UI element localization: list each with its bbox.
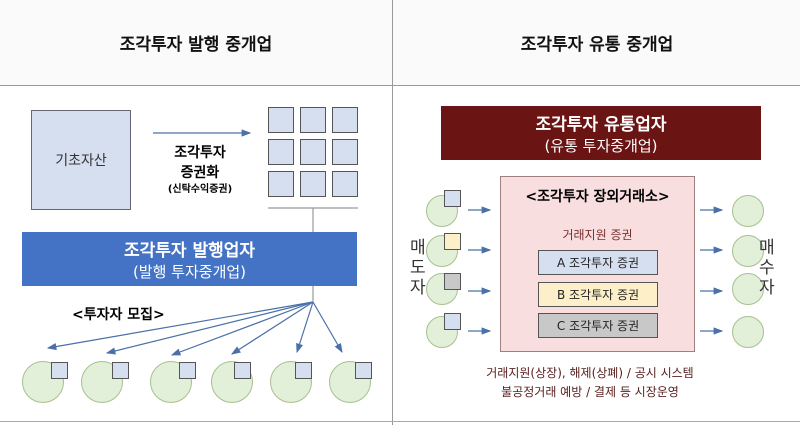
distributor-title: 조각투자 유통업자 [535,115,667,135]
issuer-title: 조각투자 발행업자 [123,241,256,261]
recruit-arrows [46,301,343,356]
fractional-securities-grid [268,107,360,199]
security-a: A 조각투자 증권 [538,250,658,275]
flow-arrows [468,206,724,335]
right-header: 조각투자 유통 중개업 [392,0,800,86]
functions-line2: 불공정거래 예방 / 결제 등 시장운영 [501,385,679,399]
process-line2: 증권화 [180,165,220,181]
distributor-bar: 조각투자 유통업자 (유통 투자중개업) [441,106,761,160]
bottom-border [0,421,800,422]
process-line1: 조각투자 [174,145,226,161]
divider [392,85,393,425]
seller-label: 매도자 [410,238,426,298]
left-header: 조각투자 발행 중개업 [0,0,392,86]
functions-line1: 거래지원(상장), 해제(상폐) / 공시 시스템 [486,366,694,380]
recruit-label: <투자자 모집> [72,307,165,323]
securitization-label: 조각투자 증권화 (신탁수익증권) [150,143,250,197]
issuer-bar: 조각투자 발행업자 (발행 투자중개업) [22,232,357,286]
issuer-subtitle: (발행 투자중개업) [132,263,247,281]
buyer-label: 매수자 [759,238,775,298]
underlying-asset-box: 기초자산 [31,110,131,210]
security-c: C 조각투자 증권 [538,313,658,338]
process-line3: (신탁수익증권) [167,184,233,195]
exchange-title: <조각투자 장외거래소> [525,189,670,205]
security-b: B 조각투자 증권 [538,282,658,307]
market-functions: 거래지원(상장), 해제(상폐) / 공시 시스템 불공정거래 예방 / 결제 … [440,364,740,402]
exchange-subtitle: 거래지원 증권 [562,228,633,242]
distributor-subtitle: (유통 투자중개업) [544,137,658,155]
